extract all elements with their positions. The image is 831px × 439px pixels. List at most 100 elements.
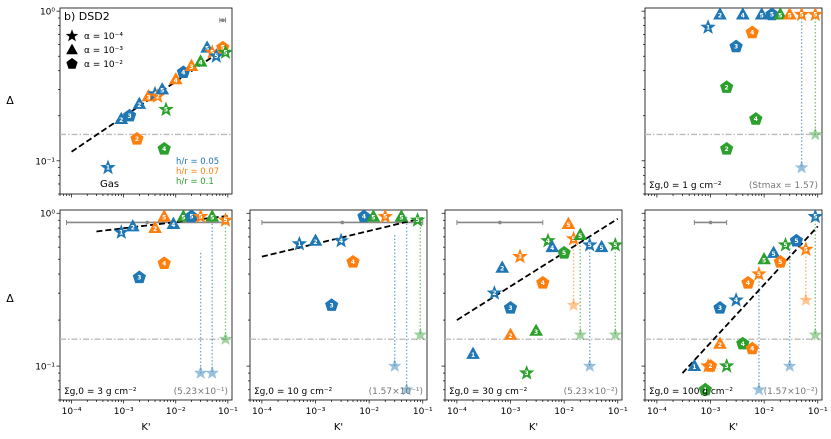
data-point-label: 3 (534, 329, 538, 336)
data-point-label: 4 (181, 69, 185, 76)
legend-alpha-text: α = 10⁻⁴ (84, 32, 123, 42)
x-tick-label: 10⁻³ (114, 407, 134, 417)
data-point-label: 5 (214, 53, 218, 60)
data-point (700, 19, 716, 34)
data-point-label: 1 (706, 24, 710, 31)
data-point-label: 3 (508, 305, 512, 312)
data-point-label: 4 (339, 238, 343, 245)
y-tick-label: 10⁰ (40, 8, 55, 18)
plot-frame (444, 209, 623, 401)
x-tick-label: 10⁻² (359, 407, 379, 417)
panel-stmax: (Stmax = 1.57) (749, 181, 818, 191)
data-point-label: 5 (757, 271, 761, 278)
data-point (113, 224, 129, 239)
data-point (114, 111, 129, 124)
data-point-label: 2 (492, 290, 496, 297)
data-point-label: 5 (566, 222, 570, 229)
data-point (366, 210, 381, 222)
data-point-label: 5 (383, 214, 387, 221)
panel-annotation: Σg,0 = 10 g cm⁻² (254, 387, 333, 397)
plot-frame (59, 209, 233, 401)
data-point-label: 2 (725, 84, 729, 91)
data-point (122, 108, 137, 122)
panel-stmax: (5.23×10⁻²) (564, 387, 618, 397)
data-point-label: 1 (119, 229, 123, 236)
data-point (793, 8, 810, 22)
data-point (713, 8, 727, 20)
data-point-label: 1 (703, 387, 707, 394)
data-point (495, 260, 510, 273)
drop-end-marker (808, 327, 822, 341)
data-point-label: 4 (546, 238, 550, 245)
data-point-label: 3 (525, 370, 529, 377)
data-point (773, 255, 787, 268)
data-point-label: 3 (734, 44, 738, 51)
data-point (126, 219, 140, 232)
data-point-label: 5 (804, 246, 808, 253)
panel-sigma100: 112223344445555555510⁻⁴10⁻³10⁻²10⁻¹K'Σg,… (641, 209, 828, 433)
data-point (720, 80, 734, 93)
data-point-label: 2 (718, 342, 722, 349)
data-point-label: 2 (708, 363, 712, 370)
data-point-label: 4 (199, 60, 203, 67)
drop-end-marker (218, 332, 232, 345)
data-point-label: 4 (741, 341, 745, 348)
data-point-label: 4 (746, 280, 750, 287)
data-point (798, 241, 814, 257)
data-point-label: 4 (734, 297, 738, 304)
data-point (148, 220, 162, 234)
data-point (745, 341, 759, 355)
data-point-label: 1 (471, 352, 475, 359)
data-point (132, 96, 147, 109)
data-point (736, 336, 750, 350)
data-point (735, 8, 750, 20)
data-point-label: 5 (205, 46, 209, 53)
data-point-label: 5 (794, 238, 798, 245)
plot-frame (644, 7, 823, 195)
x-tick-label: 10⁻² (166, 407, 186, 417)
panel-stmax: (1.57×10⁻¹) (369, 387, 423, 397)
data-point (540, 232, 556, 248)
data-point-label: 2 (119, 117, 123, 124)
data-point-label: 4 (351, 259, 355, 266)
data-point-label: 5 (778, 259, 782, 266)
x-tick-label: 10⁻⁴ (447, 407, 467, 417)
drop-end-marker (582, 358, 597, 372)
data-point (607, 236, 622, 252)
range-bar-center (340, 220, 345, 225)
x-tick-label: 10⁻⁴ (252, 407, 272, 417)
data-point (409, 212, 426, 227)
figure-label: b) DSD2 (64, 10, 110, 23)
data-point (698, 382, 712, 396)
data-point-label: 5 (571, 236, 575, 243)
data-point (166, 216, 181, 230)
data-point (217, 44, 232, 60)
data-point (217, 212, 232, 227)
y-tick-label: 10⁻¹ (35, 157, 55, 167)
data-point (687, 358, 702, 372)
data-point (377, 210, 393, 224)
data-point (773, 8, 788, 20)
data-point-label: 4 (741, 13, 745, 20)
data-point-label: 3 (146, 94, 150, 101)
data-point-label: 3 (725, 363, 729, 370)
data-point-label: 5 (199, 214, 203, 221)
panel-annotation: Σg,0 = 1 g cm⁻² (649, 181, 722, 191)
drop-end-marker (808, 127, 822, 141)
data-point-label: 5 (788, 13, 792, 20)
legend-marker-pent (66, 58, 78, 69)
drop-end-marker (794, 160, 809, 174)
range-bar-center (498, 220, 502, 225)
data-point-label: 3 (137, 274, 141, 281)
data-point-label: 2 (135, 136, 139, 143)
data-point (757, 251, 771, 265)
data-point-label: 3 (128, 113, 132, 120)
data-point-label: 4 (162, 260, 166, 267)
data-point-label: 2 (131, 224, 135, 231)
plot-area: 12322342455443455555 (60, 17, 232, 175)
